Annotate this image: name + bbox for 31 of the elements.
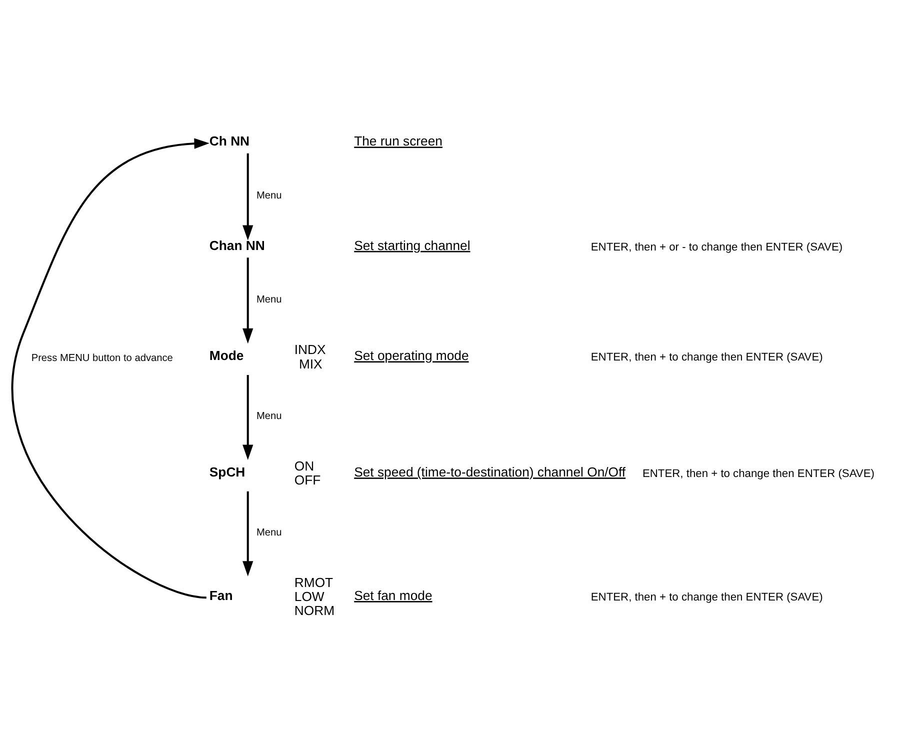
edge-label: Menu [256, 526, 282, 538]
node-text: Chan NN [209, 237, 265, 252]
node-label: INDX [294, 342, 326, 357]
edge-label: Menu [256, 294, 282, 306]
node-text: Fan [209, 588, 233, 603]
arrow [242, 257, 254, 344]
node-label: MIX [298, 356, 322, 371]
node-label: Set operating mode [354, 348, 469, 363]
edge-label: Press MENU button to advance [31, 352, 173, 364]
node-label: LOW [294, 588, 324, 604]
node-label: ENTER, then + to change then ENTER (SAVE) [590, 590, 823, 603]
arrow [242, 374, 254, 460]
arrow [12, 138, 210, 598]
arrow [242, 152, 254, 240]
node-label: Set starting channel [354, 237, 470, 252]
node-label: Set speed (time-to-destination) channel On/Off [354, 464, 626, 480]
edge-label: Menu [256, 190, 282, 201]
node-label: ON [294, 458, 314, 473]
node-label: ENTER, then + to change then ENTER (SAVE) [642, 467, 874, 480]
node-text: Mode [209, 348, 244, 363]
node-label: ENTER, then + or - to change then ENTER (SAVE) [590, 240, 843, 253]
node-label: NORM [294, 602, 335, 618]
edge-label: Menu [256, 410, 282, 422]
node-text: Ch NN [209, 133, 250, 148]
node-label: OFF [294, 472, 321, 488]
node-label: ENTER, then + to change then ENTER (SAVE) [590, 351, 823, 364]
node-text: SpCH [209, 464, 246, 480]
node-label: RMOT [294, 574, 334, 590]
node-label: The run screen [354, 133, 442, 148]
node-label: Set fan mode [354, 588, 432, 603]
arrow [242, 490, 254, 576]
